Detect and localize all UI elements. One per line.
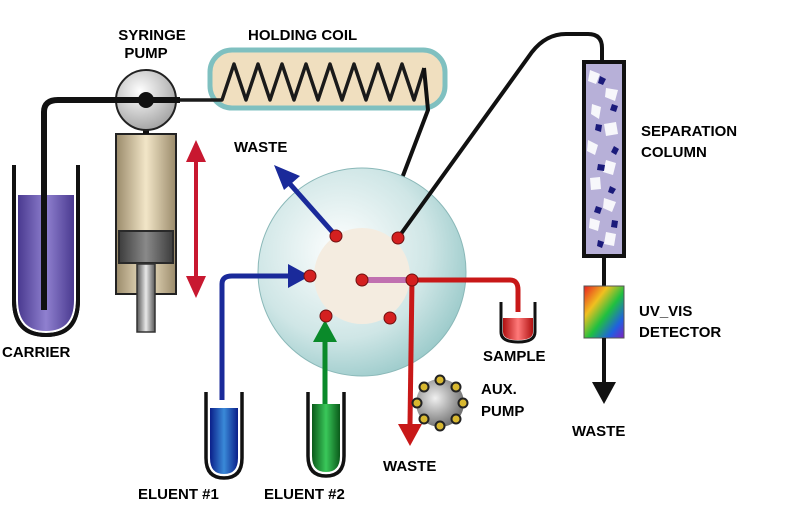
label-eluent2: ELUENT #2 [264, 486, 345, 503]
label-aux-pump-2: PUMP [481, 403, 524, 420]
port-sample [405, 273, 419, 287]
label-syringe-pump-1: SYRINGE [118, 27, 186, 44]
label-waste-top: WASTE [234, 139, 287, 156]
label-separation-2: COLUMN [641, 144, 707, 161]
sample-line [362, 277, 521, 446]
label-uv-vis-1: UV_VIS [639, 303, 692, 320]
valve-ports [303, 229, 419, 325]
port-eluent1 [303, 269, 317, 283]
eluent1-line [219, 264, 310, 400]
port-waste [329, 229, 343, 243]
label-separation-1: SEPARATION [641, 123, 737, 140]
sample-cup [499, 302, 537, 344]
label-aux-pump-1: AUX. [481, 381, 517, 398]
label-uv-vis-2: DETECTOR [639, 324, 721, 341]
carrier-tubing [41, 97, 112, 310]
port-eluent2 [319, 309, 333, 323]
label-carrier: CARRIER [2, 344, 71, 361]
label-eluent1: ELUENT #1 [138, 486, 219, 503]
label-waste-right: WASTE [572, 423, 625, 440]
port-column [391, 231, 405, 245]
valve-to-column-tubing [396, 32, 604, 240]
label-waste-bottom: WASTE [383, 458, 436, 475]
holding-coil [180, 47, 448, 111]
separation-column [582, 60, 626, 258]
port-aux [383, 311, 397, 325]
detector-waste-arrow [592, 338, 616, 404]
syringe-pump [112, 69, 180, 333]
label-sample: SAMPLE [483, 348, 546, 365]
aux-pump [411, 374, 469, 432]
eluent1-vessel [204, 392, 244, 480]
uv-vis-detector [583, 285, 625, 339]
syringe-motion-arrow [186, 140, 206, 298]
eluent2-vessel [306, 392, 346, 478]
waste-top-arrow [274, 165, 338, 238]
label-holding-coil: HOLDING COIL [248, 27, 357, 44]
label-syringe-pump-2: PUMP [124, 45, 167, 62]
port-center [355, 273, 369, 287]
